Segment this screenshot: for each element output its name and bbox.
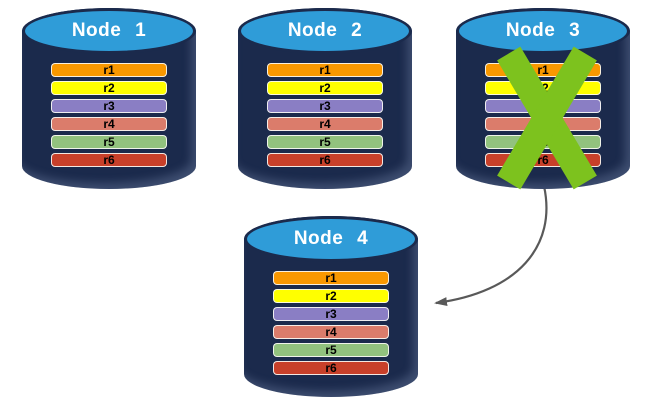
replica-label: r4 <box>325 325 337 339</box>
replica-label: r5 <box>319 135 331 149</box>
replica-r4: r4 <box>273 325 389 339</box>
replica-r1: r1 <box>267 63 383 77</box>
replica-r5: r5 <box>267 135 383 149</box>
cylinder-top: Node 1 <box>22 8 196 54</box>
node-cylinder-node-1: Node 1 r1 r2 r3 r4 r5 r6 <box>22 8 196 189</box>
replica-r5: r5 <box>273 343 389 357</box>
replica-r2: r2 <box>51 81 167 95</box>
replica-r4: r4 <box>267 117 383 131</box>
node-cylinder-node-3: Node 3r1r2r3r4r5r6 <box>456 8 630 190</box>
replica-label: r1 <box>537 63 549 77</box>
node-title: Node 4 <box>293 227 369 249</box>
replica-label: r2 <box>325 289 337 303</box>
replica-r5: r5 <box>51 135 167 149</box>
node-title: Node 1 <box>71 19 147 41</box>
replica-label: r6 <box>103 153 115 167</box>
node-cylinder-node-2: Node 2 r1 r2 r3 r4 r5 r6 <box>238 8 412 189</box>
replica-label: r1 <box>103 63 115 77</box>
replica-r6: r6 <box>273 361 389 375</box>
failed-x-icon <box>494 46 600 190</box>
replica-label: r3 <box>103 99 115 113</box>
replica-r1: r1 <box>51 63 167 77</box>
replica-r2: r2 <box>273 289 389 303</box>
failover-arrow-path <box>434 185 548 306</box>
replica-list: r1 r2 r3 r4 r5 r6 <box>267 63 383 167</box>
replica-label: r1 <box>319 63 331 77</box>
replica-label: r5 <box>103 135 115 149</box>
replica-label: r4 <box>319 117 331 131</box>
replica-label: r3 <box>319 99 331 113</box>
cylinder-top: Node 4 <box>244 216 418 262</box>
cylinder-top: Node 2 <box>238 8 412 54</box>
replica-label: r2 <box>103 81 115 95</box>
replica-r3: r3 <box>51 99 167 113</box>
replica-label: r6 <box>537 153 549 167</box>
replica-label: r2 <box>319 81 331 95</box>
replica-label: r6 <box>319 153 331 167</box>
replica-r3: r3 <box>273 307 389 321</box>
replica-r4: r4 <box>51 117 167 131</box>
replica-label: r5 <box>325 343 337 357</box>
replica-list: r1 r2 r3 r4 r5 r6 <box>273 271 389 375</box>
replica-list: r1 r2 r3 r4 r5 r6 <box>51 63 167 167</box>
replica-label: r1 <box>325 271 337 285</box>
node-title: Node 2 <box>287 19 363 41</box>
replica-label: r6 <box>325 361 337 375</box>
replica-label: r3 <box>325 307 337 321</box>
replica-r6: r6 <box>267 153 383 167</box>
cylinder-top: Node 3 <box>456 8 630 54</box>
replica-r6: r6 <box>51 153 167 167</box>
node-title: Node 3 <box>505 19 581 41</box>
replica-r3: r3 <box>267 99 383 113</box>
replica-label: r4 <box>103 117 115 131</box>
node-cylinder-node-4: Node 4 r1 r2 r3 r4 r5 r6 <box>244 216 418 397</box>
replica-r1: r1 <box>273 271 389 285</box>
replica-r2: r2 <box>267 81 383 95</box>
